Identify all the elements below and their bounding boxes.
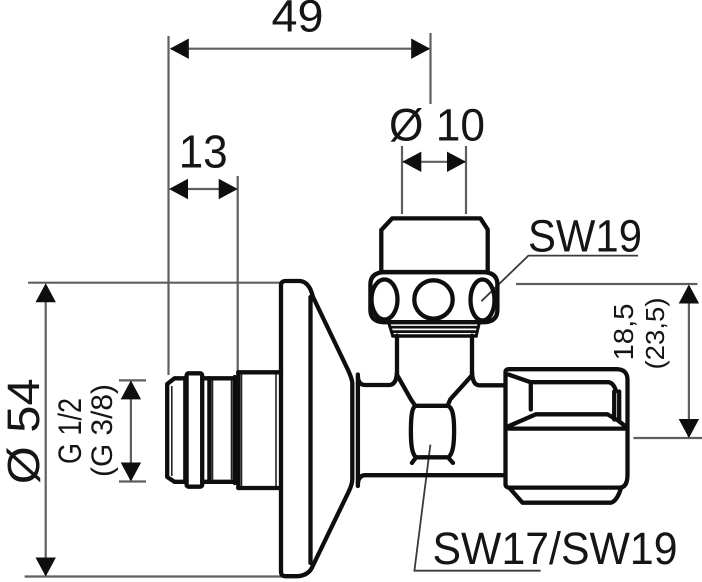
svg-text:18,5: 18,5	[608, 304, 639, 361]
svg-text:G 1/2: G 1/2	[52, 398, 88, 464]
svg-text:13: 13	[179, 126, 228, 178]
svg-text:(G 3/8): (G 3/8)	[86, 384, 119, 477]
svg-text:49: 49	[272, 0, 324, 42]
svg-text:SW17/SW19: SW17/SW19	[433, 523, 678, 574]
svg-text:Ø 54: Ø 54	[0, 378, 49, 484]
svg-text:(23,5): (23,5)	[640, 298, 670, 370]
svg-text:Ø 10: Ø 10	[389, 100, 485, 151]
svg-text:SW19: SW19	[528, 211, 642, 262]
